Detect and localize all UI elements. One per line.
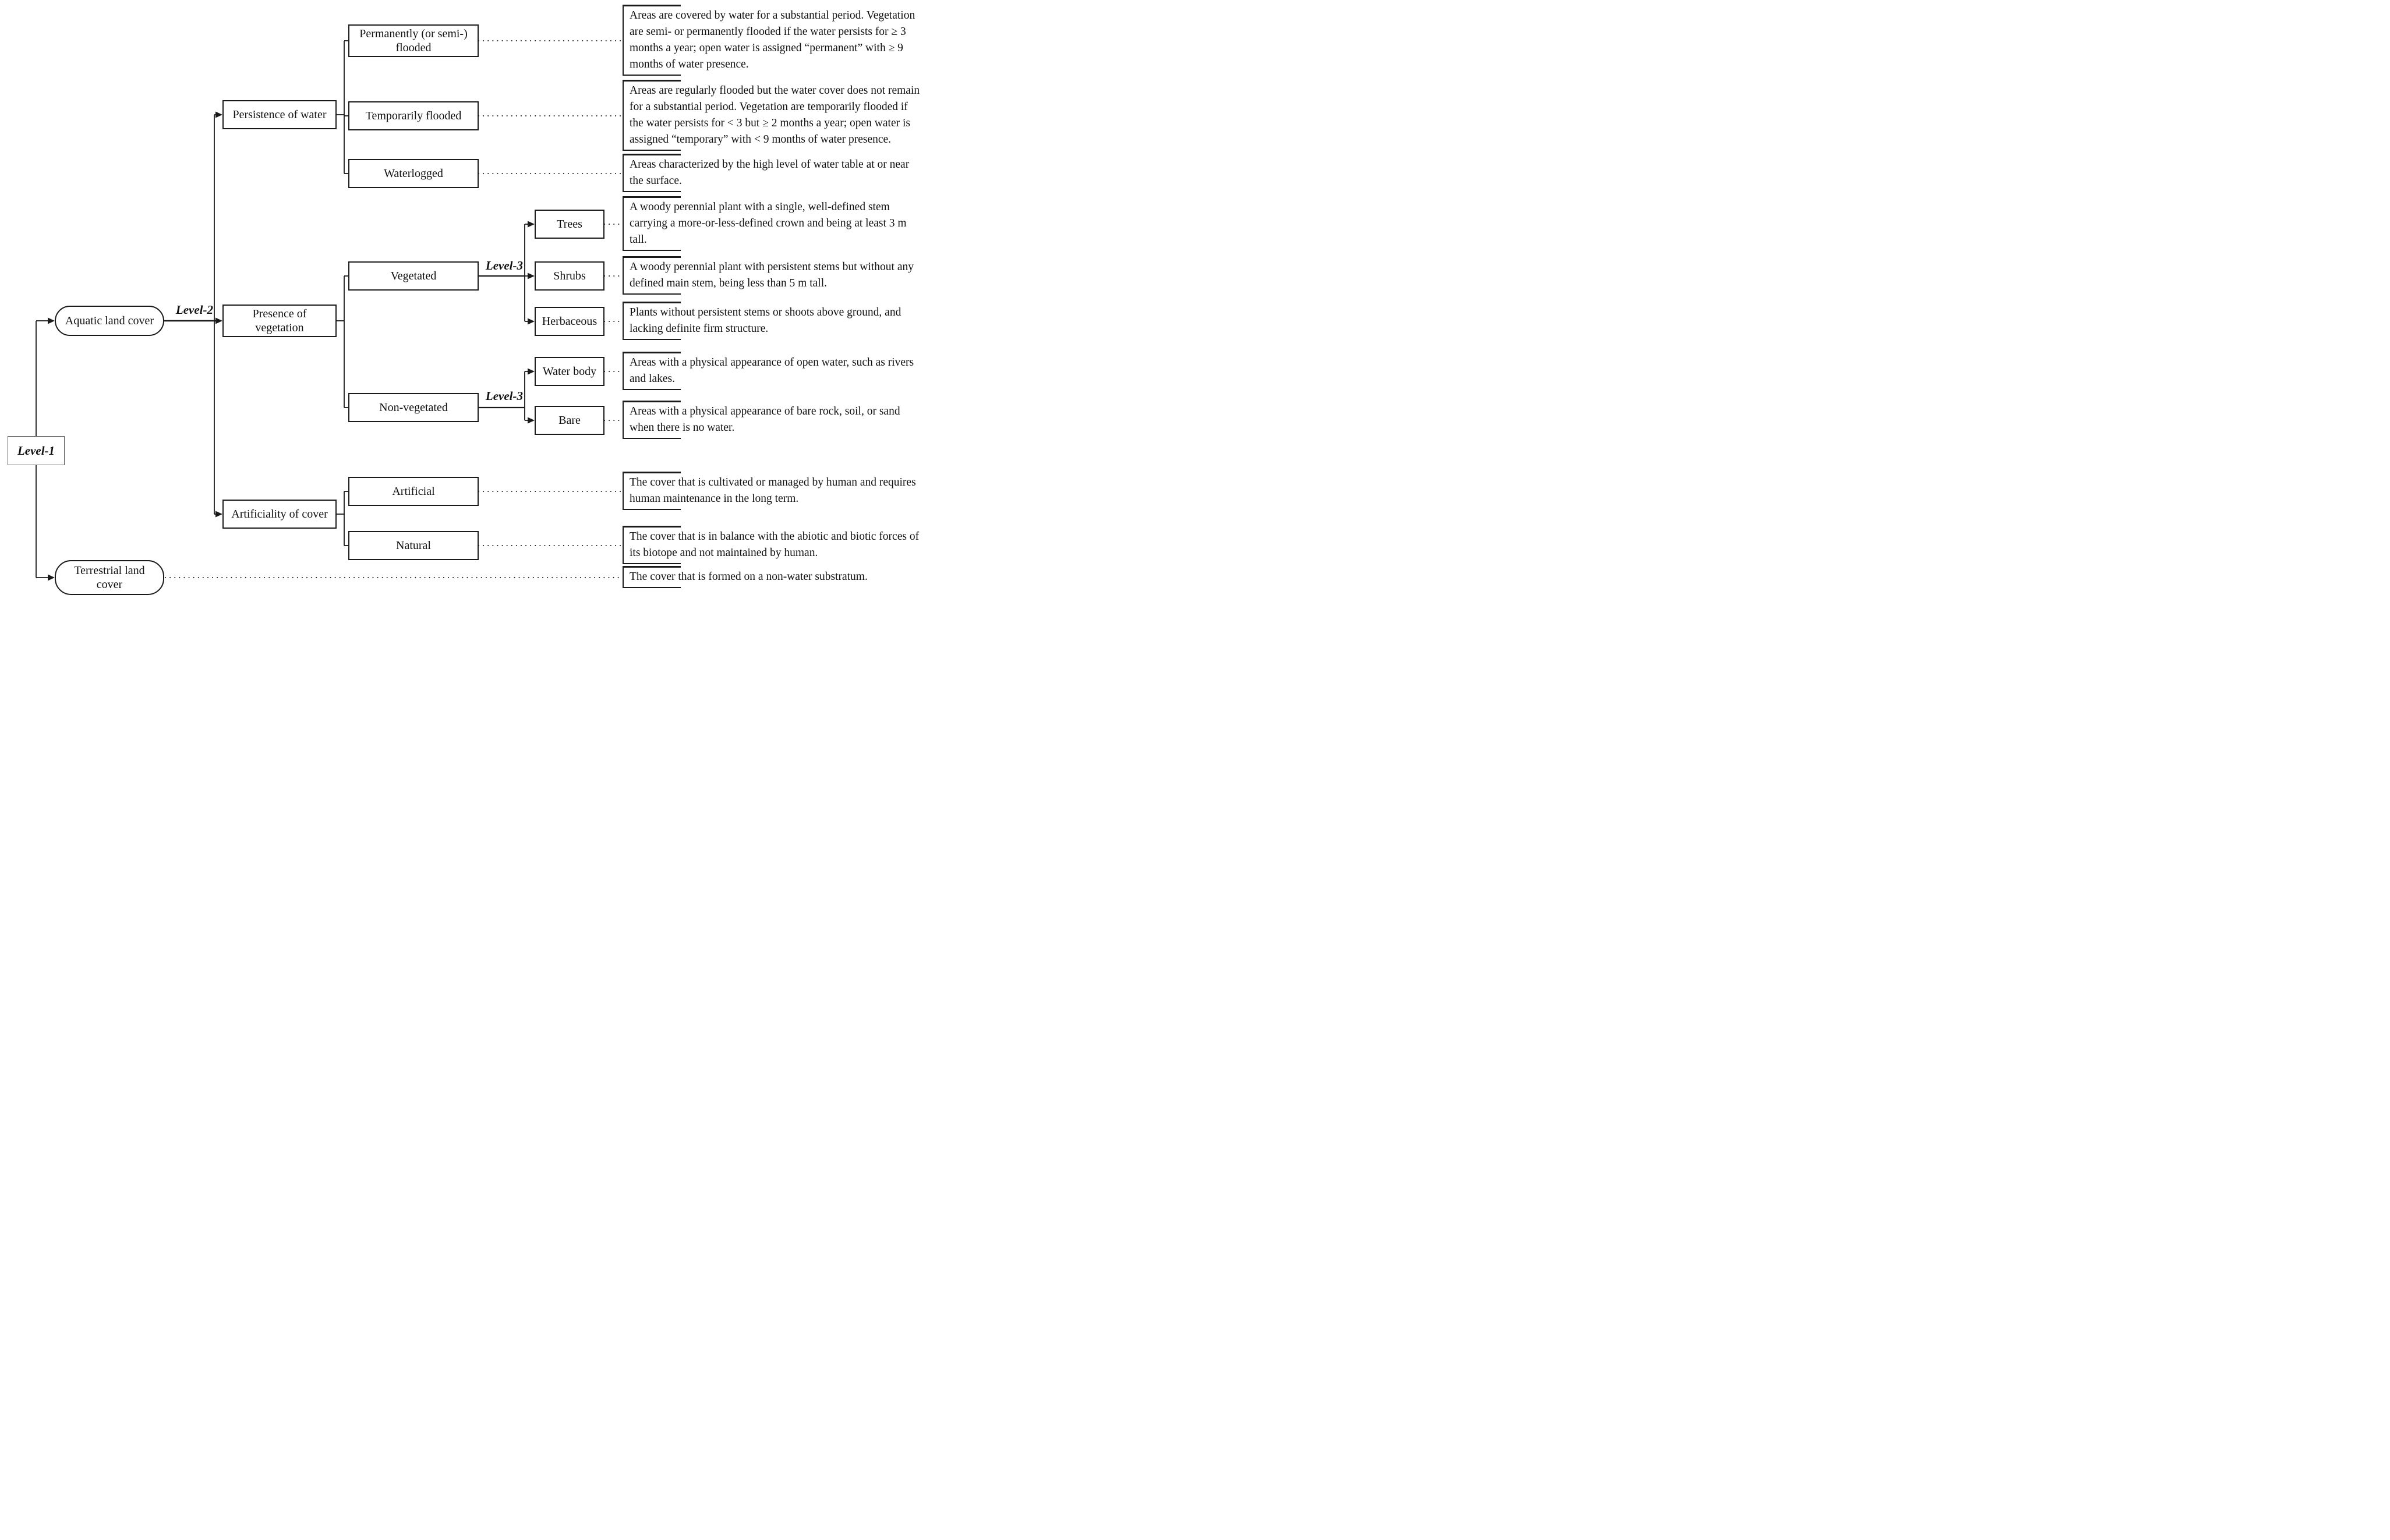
description-bare: Areas with a physical appearance of bare… xyxy=(623,401,956,439)
node-permanently-flooded: Permanently (or semi-) flooded xyxy=(348,24,479,57)
node-herbaceous: Herbaceous xyxy=(535,307,604,336)
node-temporarily-flooded: Temporarily flooded xyxy=(348,101,479,130)
node-trees: Trees xyxy=(535,210,604,239)
taxonomy-diagram: Level-1 Level-2 Level-3 Level-3 Aquatic … xyxy=(0,0,956,616)
level-3-tag-vegetated: Level-3 xyxy=(485,259,523,272)
node-persistence-of-water: Persistence of water xyxy=(222,100,337,129)
node-non-vegetated: Non-vegetated xyxy=(348,393,479,422)
node-vegetated: Vegetated xyxy=(348,261,479,291)
description-trees: A woody perennial plant with a single, w… xyxy=(623,196,956,251)
arrowheads xyxy=(48,111,535,581)
node-terrestrial-land-cover: Terrestrial land cover xyxy=(55,560,164,595)
node-water-body: Water body xyxy=(535,357,604,386)
description-artificial: The cover that is cultivated or managed … xyxy=(623,472,956,510)
description-herbaceous: Plants without persistent stems or shoot… xyxy=(623,302,956,340)
node-natural: Natural xyxy=(348,531,479,560)
level-3-tag-nonvegetated: Level-3 xyxy=(485,389,523,403)
node-shrubs: Shrubs xyxy=(535,261,604,291)
description-waterlogged: Areas characterized by the high level of… xyxy=(623,154,956,192)
node-presence-of-vegetation: Presence of vegetation xyxy=(222,305,337,337)
level-2-tag: Level-2 xyxy=(175,303,213,317)
node-aquatic-land-cover: Aquatic land cover xyxy=(55,306,164,336)
description-permanently-flooded: Areas are covered by water for a substan… xyxy=(623,5,956,76)
node-artificiality-of-cover: Artificiality of cover xyxy=(222,500,337,529)
level-1-tag: Level-1 xyxy=(8,436,65,465)
description-terrestrial: The cover that is formed on a non-water … xyxy=(623,566,956,588)
description-temporarily-flooded: Areas are regularly flooded but the wate… xyxy=(623,80,956,151)
description-water-body: Areas with a physical appearance of open… xyxy=(623,352,956,390)
connector-lines xyxy=(36,40,621,581)
description-natural: The cover that is in balance with the ab… xyxy=(623,526,956,564)
node-waterlogged: Waterlogged xyxy=(348,159,479,188)
description-shrubs: A woody perennial plant with persistent … xyxy=(623,256,956,295)
node-bare: Bare xyxy=(535,406,604,435)
node-artificial: Artificial xyxy=(348,477,479,506)
